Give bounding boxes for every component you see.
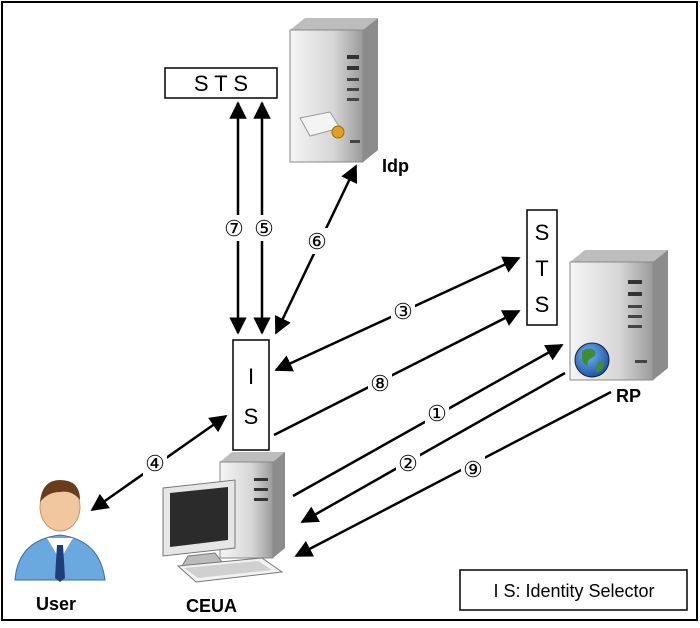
idp-label: Idp xyxy=(382,156,409,176)
user-icon xyxy=(14,480,106,582)
arrow-step-2 xyxy=(300,371,566,524)
identity-selector-box: I S xyxy=(232,339,270,451)
user-label: User xyxy=(36,594,76,614)
legend-text: I S: Identity Selector xyxy=(493,581,654,601)
step-5-label: ⑤ xyxy=(254,216,274,241)
sts-right-box: S T S xyxy=(526,209,558,326)
globe-icon xyxy=(574,342,610,378)
step-6-label: ⑥ xyxy=(307,229,327,254)
step-8-label: ⑧ xyxy=(370,371,390,396)
sts-right-s2: S xyxy=(535,292,550,317)
idp-server-icon xyxy=(289,18,378,163)
legend-box: I S: Identity Selector xyxy=(459,569,688,611)
step-2-label: ② xyxy=(398,451,418,476)
step-3-label: ③ xyxy=(393,299,413,324)
step-1-label: ① xyxy=(427,401,447,426)
sts-top-box: S T S xyxy=(164,67,278,99)
ceua-label: CEUA xyxy=(186,596,237,616)
step-7-label: ⑦ xyxy=(224,216,244,241)
is-box-i: I xyxy=(248,364,254,389)
computer-icon xyxy=(162,452,285,583)
step-4-label: ④ xyxy=(145,451,165,476)
sts-right-t: T xyxy=(535,256,548,281)
is-box-s: S xyxy=(244,404,259,429)
step-9-label: ⑨ xyxy=(463,457,483,482)
sts-top-label: S T S xyxy=(194,71,248,96)
arrow-step-8 xyxy=(273,309,521,437)
step-badges: ⑦ ⑤ ⑥ ③ ⑧ ④ ① ② ⑨ xyxy=(143,215,485,482)
sts-right-s1: S xyxy=(535,220,550,245)
arrow-step-9 xyxy=(294,390,612,558)
rp-label: RP xyxy=(616,386,641,406)
